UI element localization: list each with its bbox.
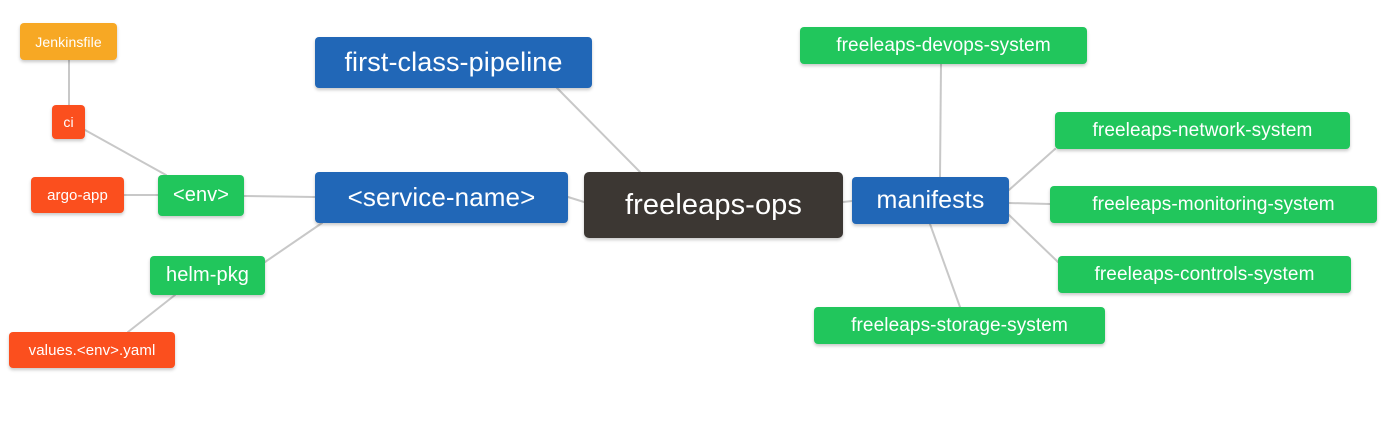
node-service-name[interactable]: <service-name> xyxy=(315,172,568,223)
node-argo-app[interactable]: argo-app xyxy=(31,177,124,213)
node-first-class-pipeline[interactable]: first-class-pipeline xyxy=(315,37,592,88)
edge-service-name-to-helm-pkg xyxy=(264,222,323,263)
edge-freeleaps-ops-to-manifests xyxy=(842,200,853,203)
node-freeleaps-storage-system[interactable]: freeleaps-storage-system xyxy=(814,307,1105,344)
edge-service-name-to-freeleaps-ops xyxy=(567,196,585,203)
node-freeleaps-ops[interactable]: freeleaps-ops xyxy=(584,172,843,238)
node-ci[interactable]: ci xyxy=(52,105,85,139)
edge-ci-to-env xyxy=(84,129,167,176)
node-env[interactable]: <env> xyxy=(158,175,244,216)
edge-manifests-to-freeleaps-devops-system xyxy=(939,63,942,178)
edge-first-class-pipeline-to-freeleaps-ops xyxy=(556,87,641,173)
node-helm-pkg[interactable]: helm-pkg xyxy=(150,256,265,295)
edge-manifests-to-freeleaps-monitoring-system xyxy=(1008,202,1051,205)
node-jenkinsfile[interactable]: Jenkinsfile xyxy=(20,23,117,60)
edge-manifests-to-freeleaps-network-system xyxy=(1008,148,1056,191)
edge-manifests-to-freeleaps-storage-system xyxy=(929,223,961,308)
node-freeleaps-monitoring-system[interactable]: freeleaps-monitoring-system xyxy=(1050,186,1377,223)
node-freeleaps-network-system[interactable]: freeleaps-network-system xyxy=(1055,112,1350,149)
node-freeleaps-controls-system[interactable]: freeleaps-controls-system xyxy=(1058,256,1351,293)
edge-env-to-service-name xyxy=(243,195,316,198)
edge-helm-pkg-to-values-yaml xyxy=(127,294,176,333)
node-freeleaps-devops-system[interactable]: freeleaps-devops-system xyxy=(800,27,1087,64)
node-manifests[interactable]: manifests xyxy=(852,177,1009,224)
node-values-yaml[interactable]: values.<env>.yaml xyxy=(9,332,175,368)
